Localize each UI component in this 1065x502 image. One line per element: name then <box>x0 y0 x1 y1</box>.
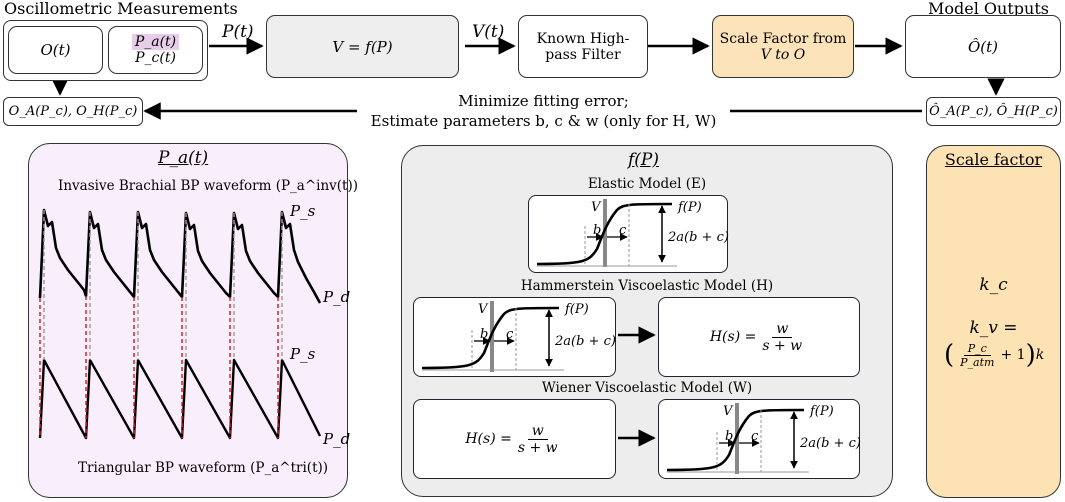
scale-panel-title: Scale factor <box>944 150 1043 169</box>
pd-label-top: P_d <box>323 288 351 306</box>
oa-oh-hat-box: Ô_A(P_c), Ô_H(P_c) <box>926 97 1061 126</box>
hammerstein-c-label: c <box>506 327 514 342</box>
red-dashed-alignment <box>39 296 279 438</box>
pa-t-label: P_a(t) <box>131 34 180 50</box>
kc-label: k_c <box>979 275 1008 295</box>
scale-line1: Scale Factor from <box>719 30 847 47</box>
wiener-sigmoid-box: V f(P) b c 2a(b + c) <box>658 399 861 479</box>
outputs-title: Model Outputs <box>928 0 1049 18</box>
elastic-fp-label: f(P) <box>678 200 702 215</box>
hammerstein-hs-num: w <box>772 321 793 338</box>
wiener-hs-den: s + w <box>517 439 558 456</box>
oa-oh-box: O_A(P_c), O_H(P_c) <box>3 97 143 126</box>
minimize-line2: Estimate parameters b, c & w (only for H… <box>370 112 717 130</box>
o-hat-box: Ô(t) <box>905 15 1061 78</box>
hammerstein-hs-box: H(s) = w s + w <box>658 297 860 377</box>
kv-paren-close: ) <box>1025 340 1036 370</box>
wiener-fp-label: f(P) <box>810 404 834 419</box>
arrow-pt-label: P(t) <box>222 22 254 42</box>
minimize-line1: Minimize fitting error; <box>458 92 629 110</box>
hammerstein-hs-den: s + w <box>762 337 803 354</box>
kv-expression: ( P_c P_atm + 1 ) k <box>944 340 1044 370</box>
pa-pc-box: P_a(t) P_c(t) <box>108 26 203 74</box>
hammerstein-amp-label: 2a(b + c) <box>555 334 616 349</box>
wiener-hs-num: w <box>527 423 548 440</box>
hammerstein-arrow <box>618 326 656 344</box>
wiener-hs-label: H(s) = <box>465 431 512 447</box>
elastic-v-label: V <box>591 200 601 215</box>
kv-num: P_c <box>963 342 991 356</box>
wiener-v-label: V <box>723 404 733 419</box>
ps-label-bottom: P_s <box>290 345 316 363</box>
hammerstein-v-label: V <box>478 302 488 317</box>
scale-factor-box: Scale Factor from V to O <box>712 15 854 78</box>
osc-title: Oscillometric Measurements <box>4 0 238 18</box>
arrow-vt-label: V(t) <box>472 22 505 42</box>
high-pass-filter-box: Known High-pass Filter <box>518 15 648 78</box>
kv-den: P_atm <box>960 355 995 369</box>
hammerstein-label: Hammerstein Viscoelastic Model (H) <box>520 278 774 294</box>
v-fp-box: V = f(P) <box>266 15 459 78</box>
kv-fraction: P_c P_atm <box>956 342 998 369</box>
elastic-amp-label: 2a(b + c) <box>668 230 729 245</box>
scale-factor-panel <box>926 145 1061 498</box>
gray-dashed-alignment <box>43 210 283 360</box>
triangular-label: Triangular BP waveform (P_a^tri(t)) <box>78 460 329 476</box>
fp-panel-title: f(P) <box>628 150 659 170</box>
wiener-amp-label: 2a(b + c) <box>800 436 861 451</box>
pa-panel-title: P_a(t) <box>158 148 209 168</box>
wiener-b-label: b <box>725 429 734 444</box>
wiener-hs-fraction: w s + w <box>514 423 562 456</box>
hammerstein-sigmoid-plot <box>422 301 565 373</box>
kv-k: k <box>1035 347 1045 363</box>
kv-plus1: + 1 <box>1000 347 1026 363</box>
pc-t-label: P_c(t) <box>135 50 176 66</box>
invasive-label: Invasive Brachial BP waveform (P_a^inv(t… <box>58 178 359 194</box>
hammerstein-hs-label: H(s) = <box>709 329 757 345</box>
wiener-arrow <box>618 429 656 447</box>
elastic-c-label: c <box>619 223 627 238</box>
hammerstein-fp-label: f(P) <box>565 302 589 317</box>
elastic-sigmoid-plot <box>537 199 678 268</box>
wiener-label: Wiener Viscoelastic Model (W) <box>541 380 753 396</box>
wiener-hs-box: H(s) = w s + w <box>413 399 616 479</box>
elastic-label: Elastic Model (E) <box>587 176 707 192</box>
hammerstein-hs-fraction: w s + w <box>758 321 806 354</box>
pd-label-bottom: P_d <box>323 430 351 448</box>
kv-paren-open: ( <box>944 340 955 370</box>
elastic-model-box: V f(P) b c 2a(b + c) <box>528 195 729 273</box>
o-t-box: O(t) <box>8 26 103 74</box>
scale-line2: V to O <box>760 46 806 63</box>
invasive-waveform <box>38 208 322 304</box>
ps-label-top: P_s <box>290 202 316 220</box>
kv-label: k_v = <box>969 318 1018 338</box>
hammerstein-sigmoid-box: V f(P) b c 2a(b + c) <box>413 297 616 377</box>
wiener-sigmoid-plot <box>667 403 810 475</box>
hammerstein-b-label: b <box>480 327 489 342</box>
wiener-c-label: c <box>751 429 759 444</box>
elastic-b-label: b <box>593 223 602 238</box>
